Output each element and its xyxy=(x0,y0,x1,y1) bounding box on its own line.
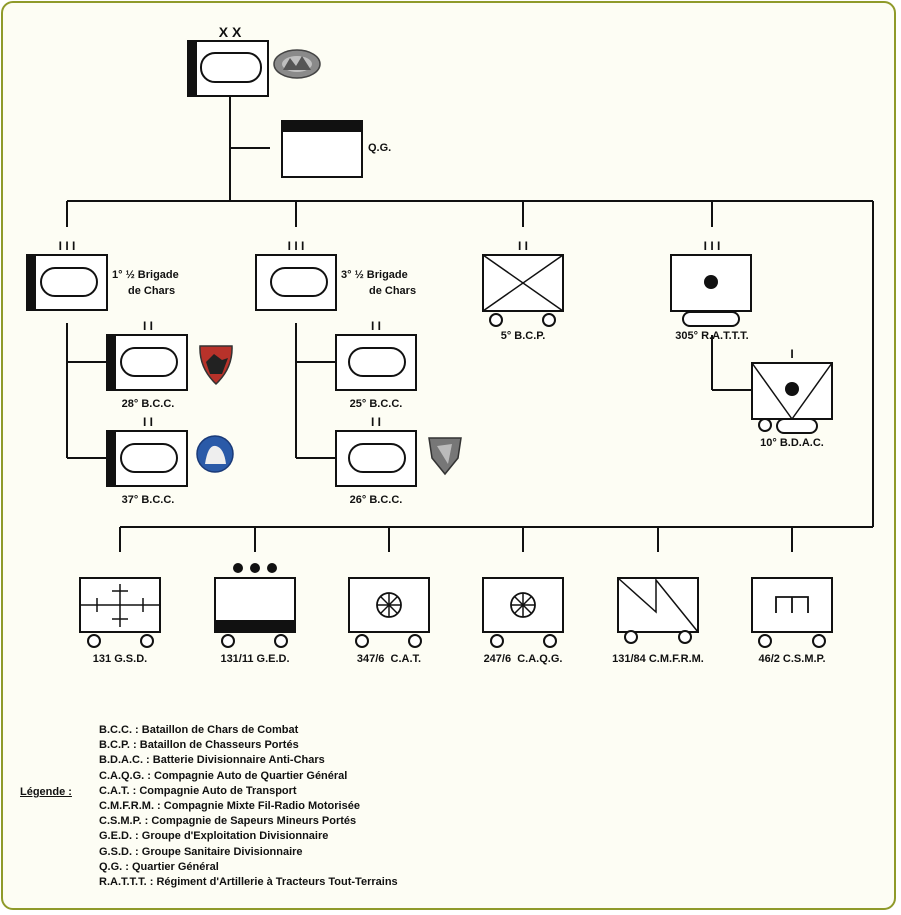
brigade2-label-line1: 3° ½ Brigade xyxy=(341,269,408,281)
artillery-label: 305° R.A.T.T.T. xyxy=(675,330,749,342)
battalion-26-bcc-symbol xyxy=(335,430,417,487)
ged-symbol xyxy=(214,563,296,648)
artillery-echelon: I I I xyxy=(703,239,721,253)
cmfrm-symbol xyxy=(617,577,699,644)
artillery-symbol xyxy=(670,254,752,327)
hq-symbol xyxy=(281,120,363,178)
csmp-symbol xyxy=(751,577,833,648)
legend-item: R.A.T.T.T. : Régiment d'Artillerie à Tra… xyxy=(99,875,398,888)
legend-item: C.A.T. : Compagnie Auto de Transport xyxy=(99,784,297,797)
support-cat-label: 347/6 C.A.T. xyxy=(356,653,422,665)
brigade2-echelon: I I I xyxy=(287,239,305,253)
legend-item: C.M.F.R.M. : Compagnie Mixte Fil-Radio M… xyxy=(99,799,360,812)
brigade1-label-line2: de Chars xyxy=(128,285,176,297)
battalion-28-bcc-insignia xyxy=(199,345,233,386)
battalion-25-bcc-symbol xyxy=(335,334,417,391)
battalion-37-echelon: I I xyxy=(142,415,154,429)
brigade2-symbol xyxy=(255,254,337,311)
bdac-symbol xyxy=(751,362,833,434)
legend-item: B.D.A.C. : Batterie Divisionnaire Anti-C… xyxy=(99,754,325,767)
division-symbol xyxy=(187,40,269,97)
brigade1-symbol xyxy=(26,254,108,311)
battalion-28-label: 28° B.C.C. xyxy=(121,398,175,410)
legend-item: B.C.C. : Bataillon de Chars de Combat xyxy=(99,724,299,736)
support-gsd-label: 131 G.S.D. xyxy=(92,653,148,665)
legend-item: C.A.Q.G. : Compagnie Auto de Quartier Gé… xyxy=(99,769,348,782)
bcp-label: 5° B.C.P. xyxy=(500,330,546,342)
support-cmfrm-label: 131/84 C.M.F.R.M. xyxy=(612,653,704,665)
battalion-26-echelon: I I xyxy=(370,415,382,429)
legend-item: G.S.D. : Groupe Sanitaire Divisionnaire xyxy=(99,845,303,858)
support-csmp-label: 46/2 C.S.M.P. xyxy=(758,653,826,665)
caqg-symbol xyxy=(482,577,564,648)
gsd-symbol xyxy=(79,577,161,648)
bdac-echelon: I xyxy=(790,347,794,361)
legend-item: G.E.D. : Groupe d'Exploitation Divisionn… xyxy=(99,830,329,843)
battalion-25-echelon: I I xyxy=(370,319,382,333)
bcp-echelon: I I xyxy=(517,239,529,253)
bdac-label: 10° B.D.A.C. xyxy=(760,437,824,449)
support-ged-label: 131/11 G.E.D. xyxy=(220,653,290,665)
battalion-37-bcc-insignia xyxy=(196,435,234,473)
battalion-26-label: 26° B.C.C. xyxy=(349,494,403,506)
legend-item: Q.G. : Quartier Général xyxy=(99,860,219,873)
support-caqg-label: 247/6 C.A.Q.G. xyxy=(483,653,563,665)
brigade1-label-line1: 1° ½ Brigade xyxy=(112,269,179,281)
division-insignia xyxy=(273,49,321,79)
battalion-28-echelon: I I xyxy=(142,319,154,333)
brigade2-label-line2: de Chars xyxy=(369,285,417,297)
legend-item: B.C.P. : Bataillon de Chasseurs Portés xyxy=(99,739,299,752)
battalion-26-bcc-insignia xyxy=(428,437,462,476)
cat-symbol xyxy=(348,577,430,648)
legend-list: B.C.C. : Bataillon de Chars de Combat B.… xyxy=(99,723,398,890)
division-echelon: X X xyxy=(218,24,242,40)
battalion-28-bcc-symbol xyxy=(106,334,188,391)
bcp-symbol xyxy=(482,254,564,327)
legend-item: C.S.M.P. : Compagnie de Sapeurs Mineurs … xyxy=(99,815,357,828)
legend-title: Légende : xyxy=(20,786,72,798)
hq-label: Q.G. xyxy=(368,142,392,154)
brigade1-echelon: I I I xyxy=(58,239,76,253)
battalion-25-label: 25° B.C.C. xyxy=(349,398,403,410)
battalion-37-label: 37° B.C.C. xyxy=(121,494,175,506)
battalion-37-bcc-symbol xyxy=(106,430,188,487)
